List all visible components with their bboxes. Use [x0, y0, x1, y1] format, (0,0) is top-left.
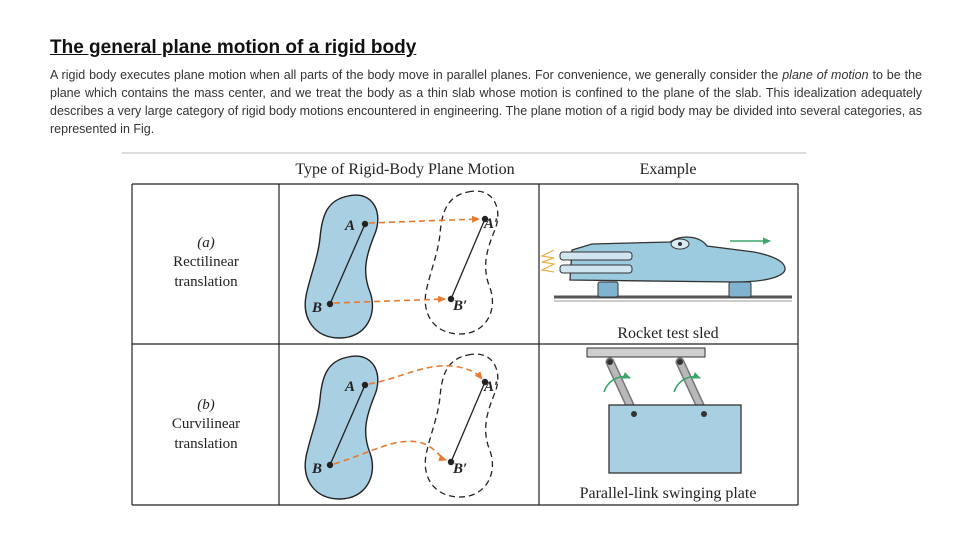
- row-a-letter: (a): [197, 235, 215, 251]
- row-a-point-b-dot: [326, 300, 334, 308]
- row-b-point-b2-dot: [447, 458, 455, 466]
- swinging-plate: [608, 404, 742, 474]
- slide-title: The general plane motion of a rigid body: [50, 37, 417, 58]
- row-a-label-a2: A′: [483, 216, 498, 232]
- motion-types-figure: Type of Rigid-Body Plane Motion Example …: [122, 152, 806, 508]
- row-b-body-final: [424, 353, 499, 498]
- motion-types-table: Type of Rigid-Body Plane Motion Example …: [122, 152, 806, 506]
- swinging-plate-illustration: [586, 347, 742, 474]
- plate-pivot-top-left: [607, 359, 613, 365]
- row-a-label-a: A: [344, 218, 355, 234]
- plate-ceiling-support: [586, 347, 706, 358]
- row-a-body-initial: [304, 194, 379, 339]
- intro-emphasis: plane of motion: [782, 68, 869, 82]
- row-b-path-arrow-b: [333, 440, 447, 465]
- plate-rotation-arrow-right: [673, 372, 701, 393]
- row-b-letter: (b): [197, 397, 215, 413]
- plate-rotation-arrow-left: [603, 372, 631, 393]
- row-b-point-a-dot: [361, 381, 369, 389]
- intro-text-2: to be the plane which contains the mass …: [50, 68, 922, 136]
- rocket-sled-illustration: [540, 236, 792, 302]
- plate-pivot-bottom-left: [631, 411, 637, 417]
- row-b-body-initial: [304, 355, 379, 500]
- row-b-example-caption: Parallel-link swinging plate: [580, 485, 757, 502]
- row-b-point-b-dot: [326, 461, 334, 469]
- sled-rocket-nozzle-2: [559, 264, 633, 274]
- intro-paragraph: A rigid body executes plane motion when …: [50, 66, 922, 138]
- plate-pivot-top-right: [677, 359, 683, 365]
- sled-exhaust: [540, 249, 556, 273]
- row-a-path-arrow-b: [333, 295, 446, 304]
- row-b-name-line2: translation: [174, 436, 238, 452]
- row-a-name-line1: Rectilinear: [173, 254, 239, 270]
- intro-text-1: A rigid body executes plane motion when …: [50, 68, 783, 82]
- row-a-body-line: [329, 223, 366, 305]
- row-b-label-b2: B′: [452, 461, 467, 477]
- row-a-body-final: [424, 190, 499, 335]
- row-a-point-b2-dot: [447, 295, 455, 303]
- row-b-label-a2: A′: [483, 379, 498, 395]
- sled-rocket-nozzle-1: [559, 251, 633, 261]
- row-a-point-a-dot: [361, 220, 369, 228]
- header-type: Type of Rigid-Body Plane Motion: [295, 161, 514, 178]
- row-b-body-line: [329, 384, 366, 466]
- row-a-point-a2-dot: [481, 215, 489, 223]
- row-a-label-b: B: [311, 300, 322, 316]
- row-b-point-a2-dot: [481, 378, 489, 386]
- table-grid: [131, 183, 799, 506]
- row-b-label-a: A: [344, 379, 355, 395]
- header-example: Example: [640, 161, 697, 178]
- plate-pivot-bottom-right: [701, 411, 707, 417]
- sled-slipper-front: [728, 281, 752, 298]
- row-b-body-line-final: [450, 381, 486, 463]
- sled-slipper-rear: [597, 281, 619, 298]
- row-a-label-b2: B′: [452, 298, 467, 314]
- row-a-name-line2: translation: [174, 274, 238, 290]
- row-b-name-line1: Curvilinear: [172, 416, 240, 432]
- row-a-body-line-final: [450, 218, 486, 300]
- row-b-path-arrow-a: [368, 365, 483, 385]
- row-a-path-arrow-a: [368, 215, 480, 224]
- row-b-label-b: B: [311, 461, 322, 477]
- row-a-example-caption: Rocket test sled: [617, 325, 718, 342]
